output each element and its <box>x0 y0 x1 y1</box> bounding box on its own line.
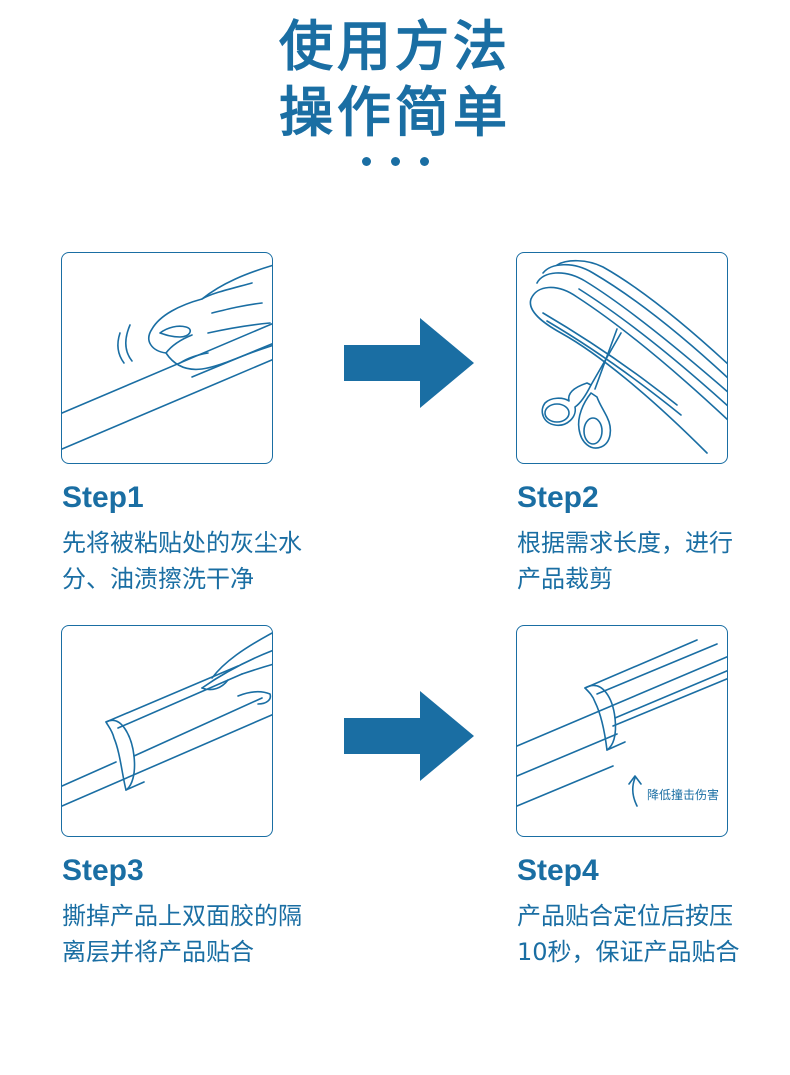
step3-illustration <box>61 625 273 837</box>
arrow-right-icon <box>344 318 474 408</box>
step1-desc-line1: 先将被粘贴处的灰尘水 <box>62 529 302 557</box>
step1-illustration <box>61 252 273 464</box>
step2-desc-line1: 根据需求长度，进行 <box>517 529 733 557</box>
step1-label: Step1 <box>62 481 144 514</box>
step4-desc-line2: 10秒，保证产品贴合 <box>517 938 740 966</box>
step1-desc-line2: 分、油渍擦洗干净 <box>62 565 254 593</box>
step4-label: Step4 <box>517 854 599 887</box>
step3-label: Step3 <box>62 854 144 887</box>
step1-description: 先将被粘贴处的灰尘水 分、油渍擦洗干净 <box>62 525 342 597</box>
step2-description: 根据需求长度，进行 产品裁剪 <box>517 525 790 597</box>
decorative-dots <box>356 153 436 173</box>
step2-illustration <box>516 252 728 464</box>
step4-illustration: 降低撞击伤害 <box>516 625 728 837</box>
step4-note: 降低撞击伤害 <box>647 787 719 802</box>
step2-desc-line2: 产品裁剪 <box>517 565 613 593</box>
arrow-right-icon <box>344 691 474 781</box>
step3-description: 撕掉产品上双面胶的隔 离层并将产品贴合 <box>62 898 342 970</box>
step3-desc-line2: 离层并将产品贴合 <box>62 938 254 966</box>
step3-desc-line1: 撕掉产品上双面胶的隔 <box>62 902 302 930</box>
page-title-line1: 使用方法 <box>279 15 511 78</box>
step4-description: 产品贴合定位后按压 10秒，保证产品贴合 <box>517 898 790 970</box>
step2-label: Step2 <box>517 481 599 514</box>
page-title-line2: 操作简单 <box>279 81 511 144</box>
step4-desc-line1: 产品贴合定位后按压 <box>517 902 733 930</box>
